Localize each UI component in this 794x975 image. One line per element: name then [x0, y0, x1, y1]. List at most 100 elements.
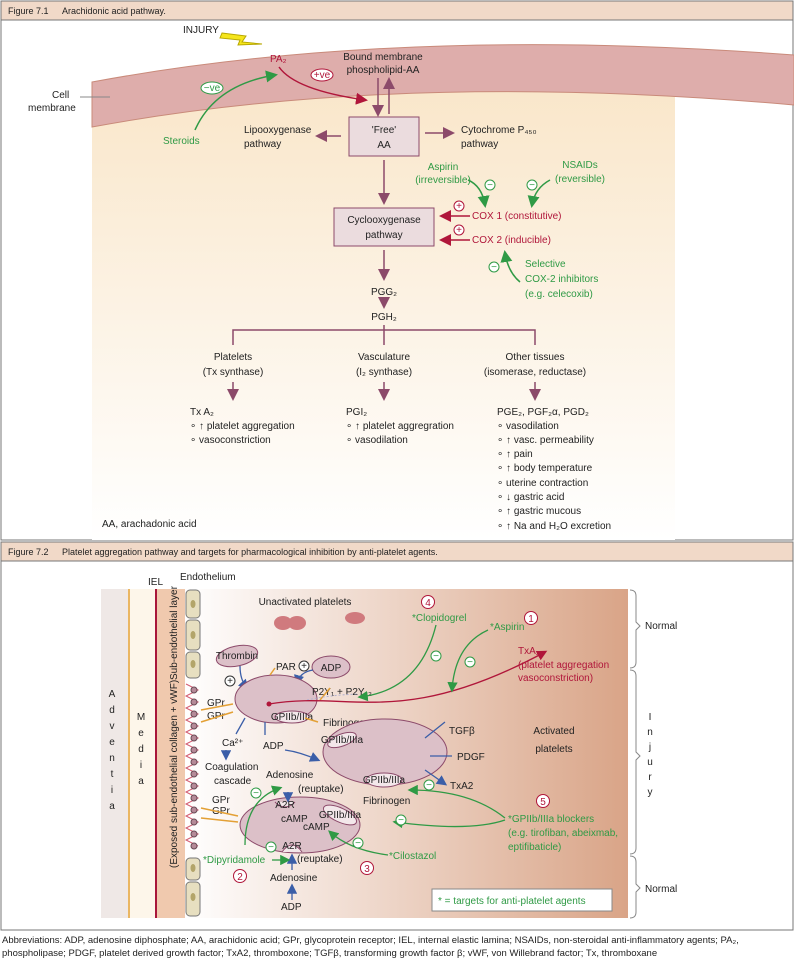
- gp-label: GPIIb/IIIa: [321, 735, 364, 746]
- selective-label-1: Selective: [525, 259, 566, 270]
- branch-enzyme: (I₂ synthase): [356, 367, 412, 378]
- effect-item: ∘ ↑ pain: [497, 449, 533, 460]
- gpr-label: GPr: [212, 795, 230, 806]
- platelet-1-outputs: [235, 717, 318, 760]
- svg-text:−: −: [355, 838, 361, 849]
- nsaids-arrow: [527, 179, 551, 208]
- gp-label: GPIIb/IIIa: [319, 810, 362, 821]
- svg-text:a: a: [138, 776, 144, 787]
- minus-ve-label: −ve: [204, 83, 221, 94]
- figure-7-1-header: [0, 0, 794, 21]
- adventitia-layer: [101, 589, 128, 918]
- txa2-effect-title: TxA₂: [518, 646, 540, 657]
- svg-text:d: d: [109, 705, 115, 716]
- effect-item: ∘ vasodilation: [497, 421, 559, 432]
- txa2-origin: [266, 701, 272, 707]
- branch-enzyme: (Tx synthase): [203, 367, 264, 378]
- effect-item: ∘ ↑ body temperature: [497, 463, 593, 474]
- plus-icon: [224, 675, 236, 687]
- branch-title: Vasculature: [358, 352, 411, 363]
- gp-blockers-examples-1: (e.g. tirofiban, abeixmab,: [508, 828, 618, 839]
- svg-text:n: n: [647, 727, 653, 738]
- steroid-arrow: [194, 70, 278, 131]
- figure-caption: Arachidonic acid pathway.: [62, 6, 166, 16]
- nsaids-reversible: (reversible): [555, 174, 605, 185]
- cell-membrane: [91, 44, 794, 128]
- drug-cilostazol: *Cilostazol 3 −: [328, 830, 436, 875]
- cox-pathway-label-2: pathway: [365, 230, 402, 241]
- legend-text: * = targets for anti-platelet agents: [438, 896, 586, 907]
- minus-sign: −: [487, 180, 493, 191]
- plus-ve-label: +ve: [314, 70, 331, 81]
- svg-text:I: I: [649, 712, 652, 723]
- gp-receptor: [274, 710, 310, 724]
- branch-vasculature: Vasculature (I₂ synthase) PGI₂ ∘ ↑ plate…: [346, 352, 454, 446]
- branch-platelets: Platelets (Tx synthase) Tx A₂ ∘ ↑ platel…: [190, 352, 295, 446]
- minus-ve-badge: [200, 81, 224, 95]
- gp-label: GPIIb/IIIa: [271, 712, 314, 723]
- free-aa-label-1: 'Free': [372, 125, 396, 136]
- activated-label-1: Activated: [533, 726, 574, 737]
- svg-text:−: −: [467, 657, 473, 668]
- drug-dipyridamole: *Dipyridamole 2 − −: [203, 785, 291, 883]
- dipyridamole-label: *Dipyridamole: [203, 855, 266, 866]
- lipoxygenase-label-1: Lipooxygenase: [244, 125, 312, 136]
- branch-other-tissues: Other tissues (isomerase, reductase) PGE…: [484, 352, 611, 532]
- nsaids-label: NSAIDs: [562, 160, 598, 171]
- figure-footnote: AA, arachadonic acid: [102, 519, 197, 530]
- pgh2-label: PGH₂: [371, 312, 397, 323]
- target-number-5: 5: [540, 797, 546, 808]
- platelet-2-outputs: [424, 721, 452, 784]
- a2r-receptor-bottom: [281, 844, 303, 853]
- effect-item: ∘ vasoconstriction: [190, 435, 271, 446]
- a2r-receptor-top: [274, 801, 296, 808]
- selective-inhibit-icon: [488, 261, 500, 273]
- target-number-3: 3: [364, 864, 370, 875]
- aspirin-label: *Aspirin: [490, 622, 524, 633]
- svg-text:−: −: [398, 815, 404, 826]
- gpr-label: GPr: [212, 806, 230, 817]
- coagulation-label-1: Coagulation: [205, 762, 258, 773]
- cytochrome-label-1: Cytochrome P₄₅₀: [461, 125, 537, 136]
- selective-label-2: COX-2 inhibitors: [525, 274, 598, 285]
- svg-text:j: j: [648, 742, 651, 753]
- lightning-icon: [219, 32, 263, 46]
- selective-arrow: [500, 250, 521, 283]
- fibrinogen-label: Fibrinogen: [323, 718, 370, 729]
- cox2-label: COX 2 (inducible): [472, 235, 551, 246]
- bound-label-1: Bound membrane: [343, 52, 423, 63]
- svg-text:i: i: [140, 760, 142, 771]
- par-label: PAR: [276, 662, 296, 673]
- clopidogrel-label: *Clopidogrel: [412, 613, 466, 624]
- effect-item: ∘ ↑ gastric mucous: [497, 506, 581, 517]
- aspirin-irreversible: (irreversible): [415, 175, 471, 186]
- adp-label: ADP: [321, 663, 342, 674]
- vwf-dots: [190, 686, 198, 850]
- calcium-label: Ca²⁺: [222, 738, 243, 749]
- branch-product: PGI₂: [346, 407, 367, 418]
- figure-number: Figure 7.2: [8, 547, 49, 557]
- coagulation-label-2: cascade: [214, 776, 252, 787]
- receptor-lines: [200, 807, 239, 823]
- endothelium-cells: [185, 589, 201, 917]
- normal-label-bottom: Normal: [645, 884, 677, 895]
- branch-title: Platelets: [214, 352, 252, 363]
- drug-aspirin: 1 *Aspirin −: [447, 611, 538, 693]
- gp-label: GPIIb/IIIa: [363, 775, 406, 786]
- reuptake-label-bottom: (reuptake): [297, 854, 343, 865]
- txa2-effect-2: vasoconstriction): [518, 673, 593, 684]
- figures-canvas: Figure 7.1 Arachidonic acid pathway. Cel…: [0, 0, 794, 931]
- endothelium-label: Endothelium: [180, 572, 236, 583]
- gp-blockers-label: *GPIIb/IIIa blockers: [508, 814, 594, 825]
- exposed-collagen: [184, 683, 200, 847]
- svg-text:d: d: [138, 744, 144, 755]
- svg-text:e: e: [109, 737, 115, 748]
- unactivated-platelet: [345, 612, 365, 624]
- gp-receptor: [327, 731, 357, 749]
- effect-item: ∘ ↑ platelet aggregation: [190, 421, 295, 432]
- free-aa-label-2: AA: [377, 140, 391, 151]
- adp-source-label: ADP: [281, 902, 302, 913]
- a2r-label: A2R: [282, 841, 301, 852]
- svg-text:u: u: [647, 757, 653, 768]
